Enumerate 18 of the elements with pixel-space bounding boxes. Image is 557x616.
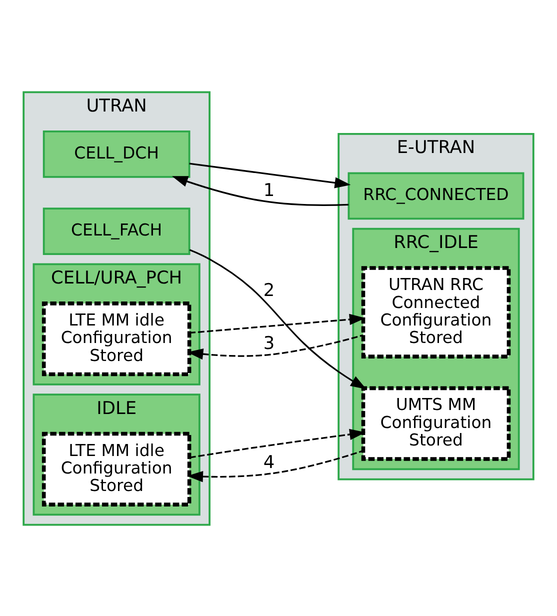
node-box: UTRAN RRC Connected Configuration Stored — [361, 266, 511, 358]
node-box: UMTS MM Configuration Stored — [361, 386, 511, 460]
edge-label: 2 — [263, 280, 275, 301]
edge-label: 1 — [263, 180, 275, 201]
arrow — [187, 449, 364, 482]
arrow — [189, 313, 366, 334]
node-box: CELL_DCH — [42, 130, 190, 178]
node-box: RRC_CONNECTED — [348, 172, 524, 220]
edge-label: 3 — [263, 334, 275, 354]
edge-label: 4 — [263, 452, 275, 473]
arrow — [187, 334, 364, 360]
node-box: LTE MM idle Configuration Stored — [42, 301, 192, 376]
arrow — [189, 248, 366, 389]
arrow — [172, 176, 349, 206]
node-box: LTE MM idle Configuration Stored — [42, 431, 192, 506]
arrow — [190, 428, 366, 458]
arrow — [189, 162, 351, 188]
node-box: CELL_FACH — [42, 207, 190, 255]
